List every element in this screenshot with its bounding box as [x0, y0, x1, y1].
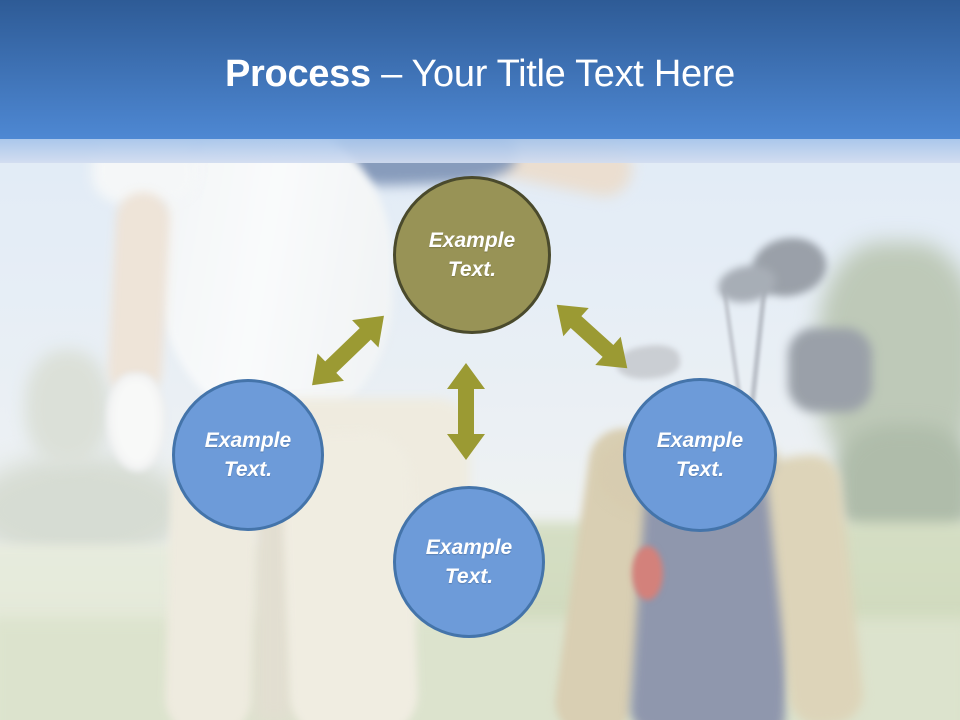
node-label: Example Text. — [429, 226, 515, 284]
node-label-line: Example — [656, 429, 744, 452]
node-label-line: Example — [428, 229, 516, 252]
node-label: Example Text. — [657, 426, 743, 484]
diagram-node-top[interactable]: Example Text. — [393, 176, 551, 334]
node-label-line: Text. — [223, 458, 273, 481]
diagram-node-bottom[interactable]: Example Text. — [393, 486, 545, 638]
double-arrow-icon-top-left[interactable] — [299, 302, 397, 399]
node-label: Example Text. — [426, 533, 512, 591]
tree-left — [25, 350, 110, 465]
node-label-line: Text. — [675, 458, 725, 481]
diagram-node-left[interactable]: Example Text. — [172, 379, 324, 531]
golf-bag-red-patch — [632, 546, 663, 600]
node-label-line: Text. — [447, 258, 497, 281]
node-label: Example Text. — [205, 426, 291, 484]
page-title: Process – Your Title Text Here — [225, 43, 735, 96]
golf-club-irons — [788, 328, 872, 412]
diagram-node-right[interactable]: Example Text. — [623, 378, 777, 532]
title-keyword: Process — [225, 53, 371, 95]
node-label-line: Text. — [444, 565, 494, 588]
header-accent-strip — [0, 139, 960, 163]
title-bar: Process – Your Title Text Here — [0, 0, 960, 139]
golfer-white-shirt — [158, 128, 393, 423]
golf-glove — [106, 372, 166, 472]
node-label-line: Example — [204, 429, 292, 452]
double-arrow-icon-top-bottom[interactable] — [447, 363, 485, 460]
double-arrow-icon-top-right[interactable] — [544, 291, 640, 383]
title-text: – Your Title Text Here — [381, 53, 735, 95]
node-label-line: Example — [425, 536, 513, 559]
